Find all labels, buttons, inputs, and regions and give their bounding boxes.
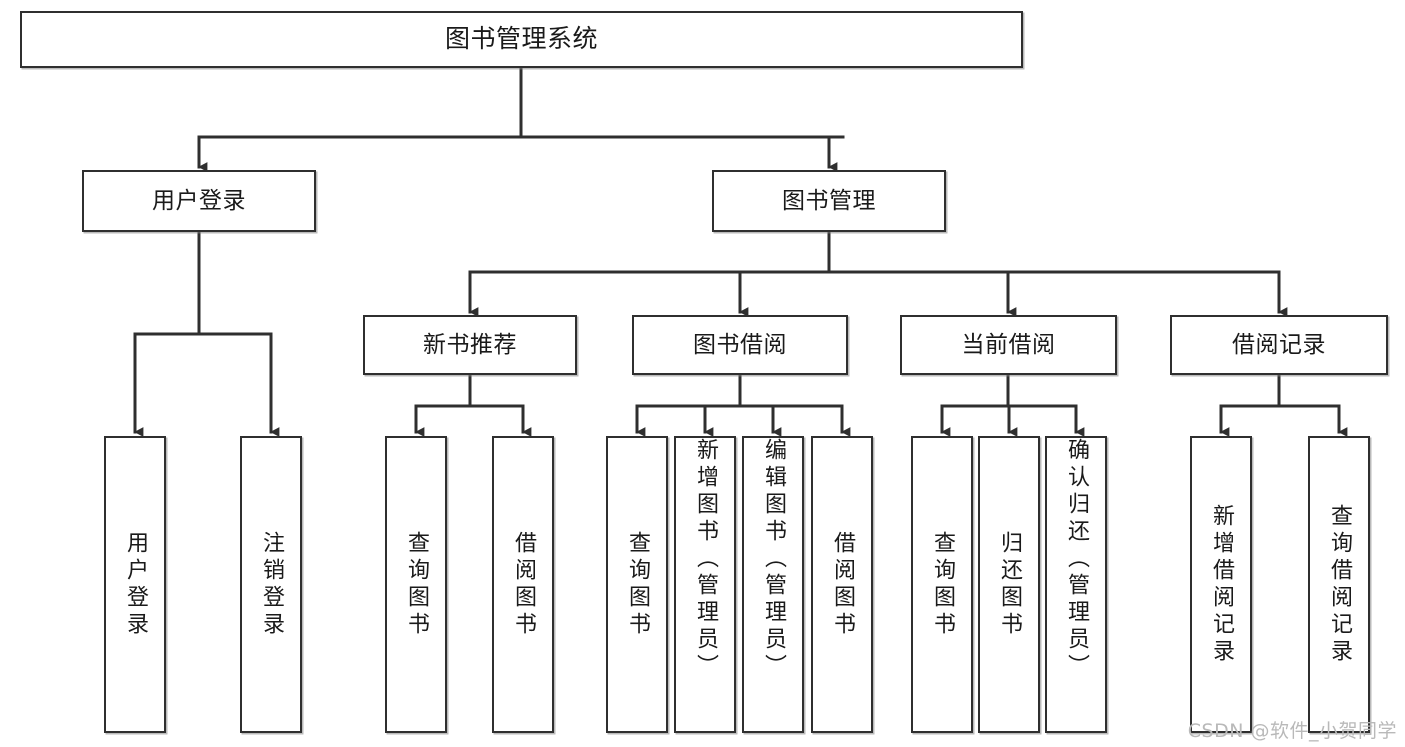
node-label: 借阅图书 <box>830 530 855 639</box>
node-label: 图书管理系统 <box>444 24 598 54</box>
node-label: 查询图书 <box>930 530 955 639</box>
node-label: 图书管理 <box>782 187 876 214</box>
node-book-manage[interactable]: 图书管理 <box>712 170 946 232</box>
node-current-borrow[interactable]: 当前借阅 <box>900 315 1117 375</box>
node-label: 借阅记录 <box>1232 331 1326 358</box>
node-root-system[interactable]: 图书管理系统 <box>20 11 1023 68</box>
node-label: 确认归还（管理员） <box>1064 438 1089 681</box>
node-borrow-record[interactable]: 借阅记录 <box>1170 315 1388 375</box>
node-label: 借阅图书 <box>511 530 536 639</box>
node-label: 查询图书 <box>404 530 429 639</box>
node-leaf-borrow-book-2[interactable]: 借阅图书 <box>811 436 873 733</box>
node-leaf-add-record[interactable]: 新增借阅记录 <box>1190 436 1252 733</box>
node-leaf-add-book[interactable]: 新增图书（管理员） <box>674 436 736 733</box>
node-label: 新书推荐 <box>423 331 517 358</box>
node-label: 查询图书 <box>625 530 650 639</box>
node-label: 编辑图书（管理员） <box>761 438 786 681</box>
node-label: 当前借阅 <box>961 331 1056 358</box>
node-leaf-return-book[interactable]: 归还图书 <box>978 436 1040 733</box>
node-leaf-borrow-book-1[interactable]: 借阅图书 <box>492 436 554 733</box>
node-label: 注销登录 <box>259 530 284 639</box>
node-leaf-query-book-1[interactable]: 查询图书 <box>385 436 447 733</box>
node-leaf-query-record[interactable]: 查询借阅记录 <box>1308 436 1370 733</box>
node-new-book-recommend[interactable]: 新书推荐 <box>363 315 577 375</box>
node-book-borrow[interactable]: 图书借阅 <box>632 315 848 375</box>
node-leaf-edit-book[interactable]: 编辑图书（管理员） <box>742 436 804 733</box>
node-leaf-confirm-return[interactable]: 确认归还（管理员） <box>1045 436 1107 733</box>
node-leaf-query-book-3[interactable]: 查询图书 <box>911 436 973 733</box>
node-leaf-user-login[interactable]: 用户登录 <box>104 436 166 733</box>
node-user-login[interactable]: 用户登录 <box>82 170 316 232</box>
node-label: 用户登录 <box>152 187 246 214</box>
node-label: 新增图书（管理员） <box>693 438 718 681</box>
node-leaf-user-logout[interactable]: 注销登录 <box>240 436 302 733</box>
node-leaf-query-book-2[interactable]: 查询图书 <box>606 436 668 733</box>
node-label: 图书借阅 <box>693 331 787 358</box>
watermark: CSDN @软件_小贺同学 <box>1187 720 1397 742</box>
node-label: 新增借阅记录 <box>1209 503 1234 666</box>
node-label: 归还图书 <box>997 530 1022 639</box>
node-label: 用户登录 <box>123 530 148 639</box>
node-label: 查询借阅记录 <box>1327 503 1352 666</box>
